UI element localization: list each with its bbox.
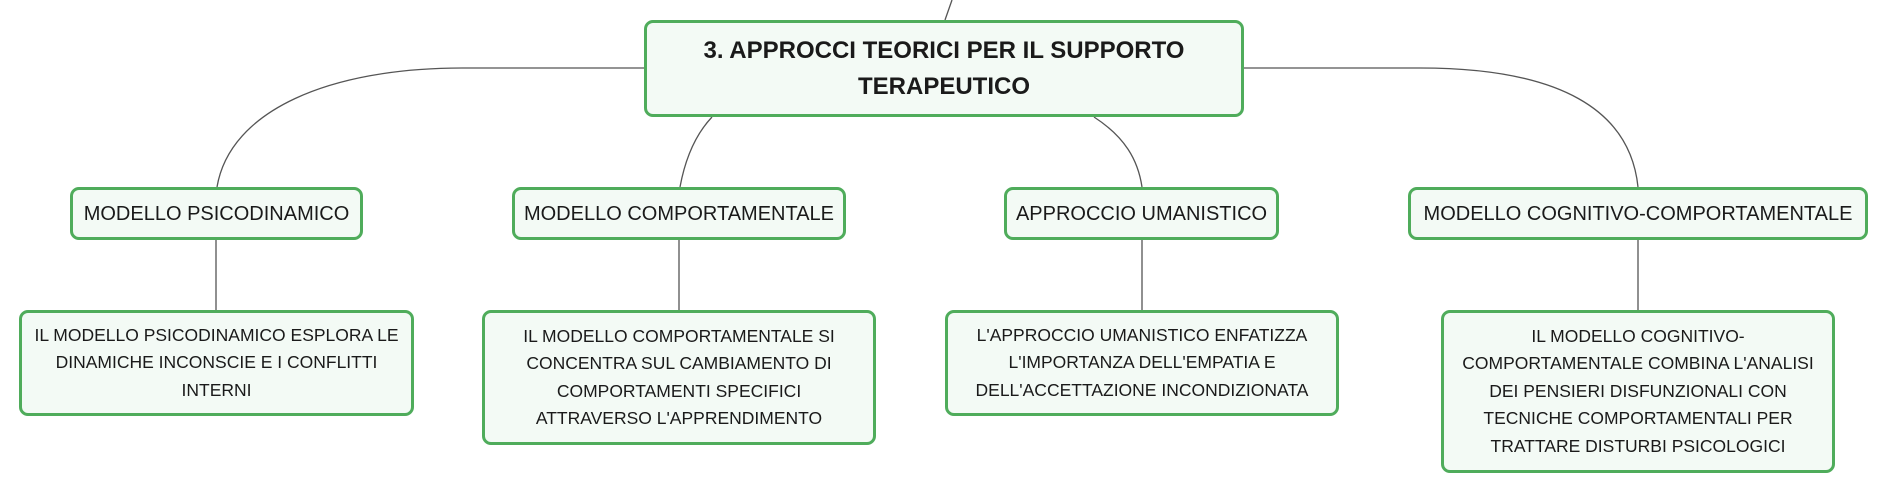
detail-approccio-umanistico[interactable]: L'APPROCCIO UMANISTICO ENFATIZZA L'IMPOR… [945, 310, 1339, 416]
root-topic[interactable]: 3. APPROCCI TEORICI PER IL SUPPORTO TERA… [644, 20, 1244, 117]
topic-modello-psicodinamico[interactable]: MODELLO PSICODINAMICO [70, 187, 363, 240]
detail-modello-comportamentale[interactable]: IL MODELLO COMPORTAMENTALE SI CONCENTRA … [482, 310, 876, 445]
connector-root-to-branch-4 [1244, 67, 1639, 188]
detail-modello-cognitivo-comportamentale[interactable]: IL MODELLO COGNITIVO-COMPORTAMENTALE COM… [1441, 310, 1835, 473]
topic-label: MODELLO COGNITIVO-COMPORTAMENTALE [1423, 202, 1853, 225]
topic-approccio-umanistico[interactable]: APPROCCIO UMANISTICO [1004, 187, 1279, 240]
topic-label: MODELLO PSICODINAMICO [83, 202, 350, 225]
connector-root-to-branch-3 [1093, 116, 1143, 188]
detail-text: IL MODELLO COGNITIVO-COMPORTAMENTALE COM… [1462, 325, 1814, 456]
detail-text: L'APPROCCIO UMANISTICO ENFATIZZA L'IMPOR… [975, 324, 1309, 400]
connector-parent-to-root [944, 0, 953, 21]
topic-modello-cognitivo-comportamentale[interactable]: MODELLO COGNITIVO-COMPORTAMENTALE [1408, 187, 1868, 240]
detail-modello-psicodinamico[interactable]: IL MODELLO PSICODINAMICO ESPLORA LE DINA… [19, 310, 414, 416]
topic-modello-comportamentale[interactable]: MODELLO COMPORTAMENTALE [512, 187, 846, 240]
root-topic-label: 3. APPROCCI TEORICI PER IL SUPPORTO TERA… [703, 36, 1185, 100]
topic-label: APPROCCIO UMANISTICO [1015, 202, 1268, 225]
detail-text: IL MODELLO PSICODINAMICO ESPLORA LE DINA… [34, 324, 399, 400]
detail-text: IL MODELLO COMPORTAMENTALE SI CONCENTRA … [523, 325, 835, 429]
connector-root-to-branch-1 [216, 67, 644, 188]
topic-label: MODELLO COMPORTAMENTALE [523, 202, 835, 225]
connector-root-to-branch-2 [679, 116, 713, 188]
